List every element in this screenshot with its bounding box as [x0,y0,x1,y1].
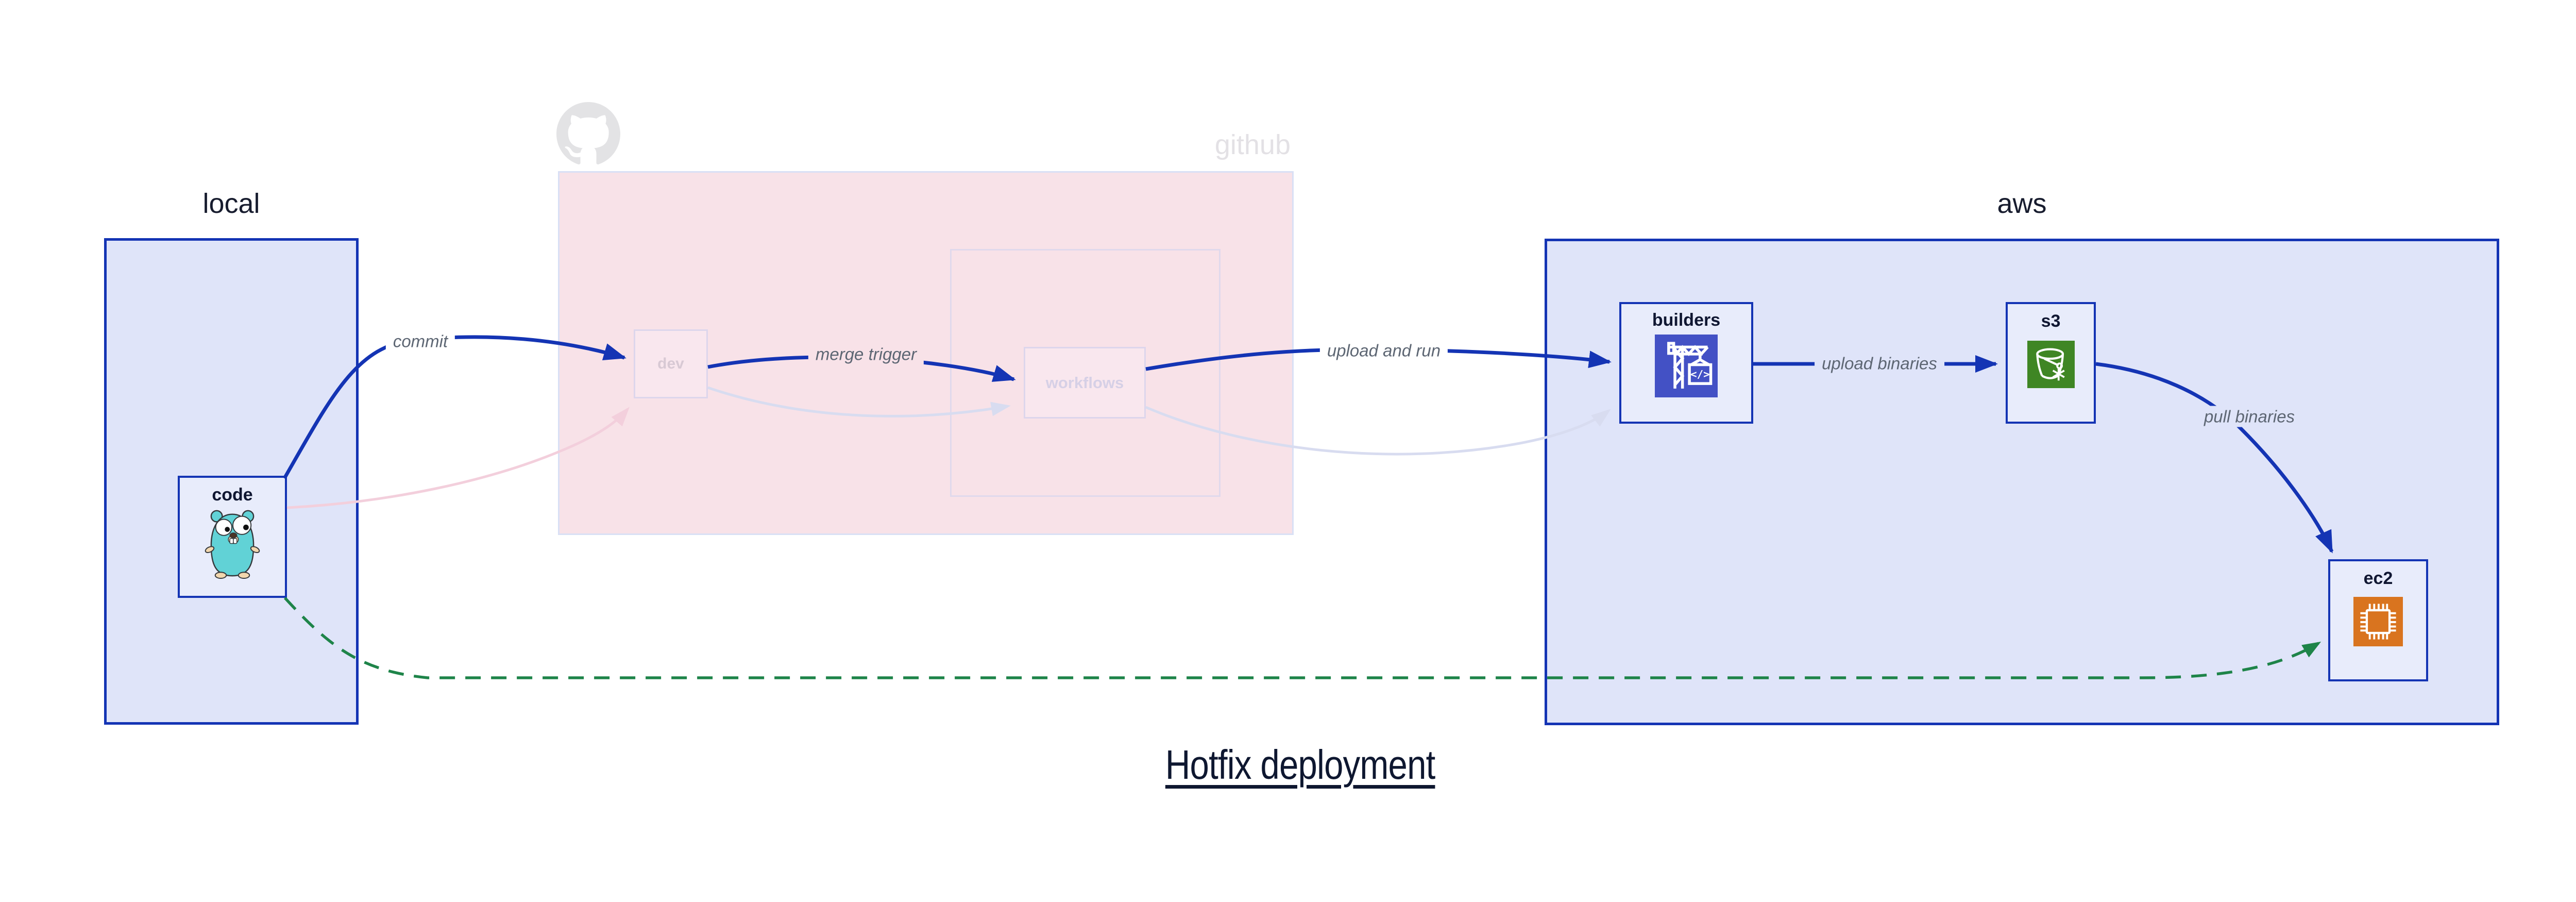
edge-pull-binaries-label: pull binaries [2196,406,2302,427]
region-aws-label: aws [1997,188,2047,219]
node-workflows-label: workflows [1045,373,1124,392]
github-octocat-icon [556,102,620,164]
ec2-chip-icon [2353,597,2403,647]
node-workflows: workflows [1024,347,1146,419]
node-ec2-label: ec2 [2363,569,2393,588]
node-code: code [178,476,287,598]
node-s3: s3 [2006,302,2096,424]
region-local-label: local [202,188,260,219]
edge-merge-trigger-label: merge trigger [808,343,924,365]
node-s3-label: s3 [2041,311,2061,331]
node-code-label: code [212,485,253,505]
edge-commit-label: commit [385,330,455,352]
s3-bucket-icon [2027,341,2075,389]
diagram-title-text: Hotfix deployment [1165,742,1435,788]
node-ec2: ec2 [2328,559,2428,681]
edge-upload-and-run-label: upload and run [1319,340,1448,361]
node-dev: dev [634,329,708,398]
node-builders-label: builders [1652,310,1721,330]
diagram-title: Hotfix deployment [1043,741,1558,789]
svg-text:</>: </> [1690,368,1709,380]
go-gopher-icon [205,510,260,579]
codebuild-crane-icon: </> [1655,335,1718,398]
node-dev-label: dev [657,355,684,372]
edge-upload-binaries-label: upload binaries [1815,353,1944,374]
node-builders: builders </> [1619,302,1753,424]
region-github-label: github [1214,129,1291,160]
